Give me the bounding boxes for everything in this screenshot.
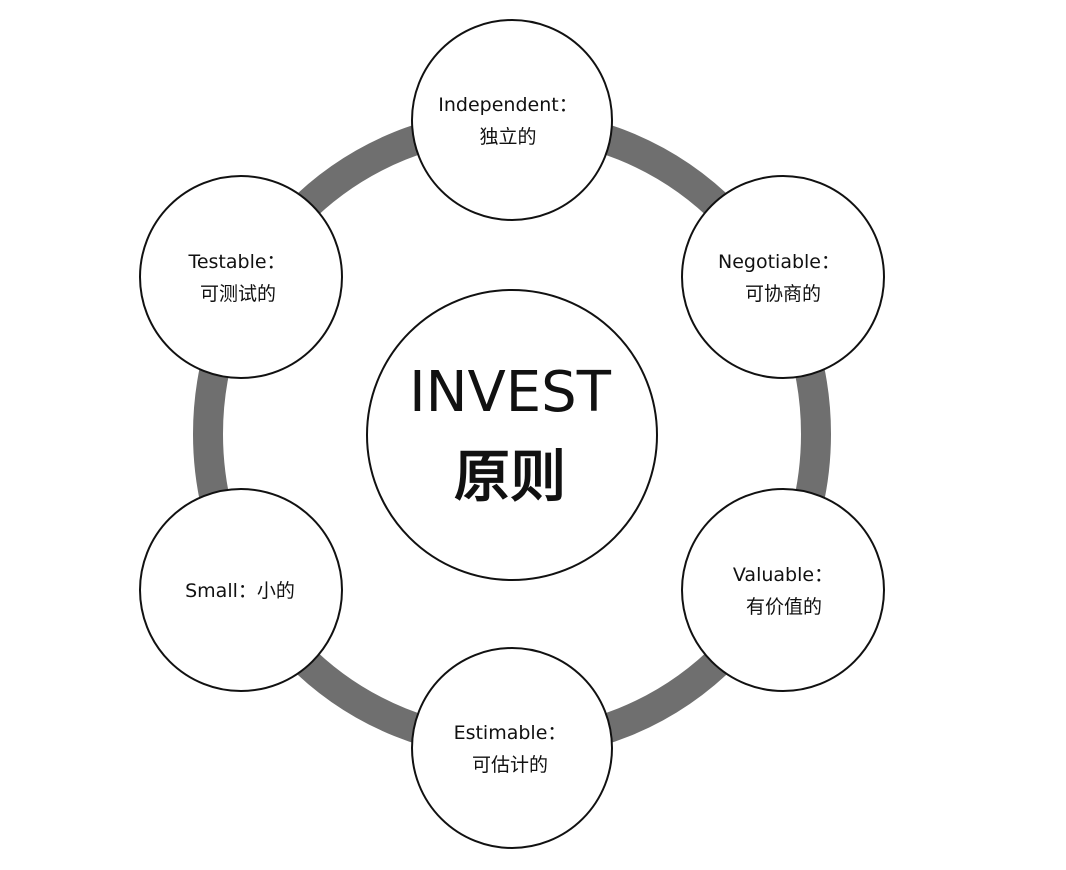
principle-circle	[681, 175, 885, 379]
principle-meaning: 可协商的	[745, 283, 821, 305]
center-circle	[366, 289, 658, 581]
principle-node-independent: Independent： 独立的	[411, 19, 613, 221]
principle-label: Negotiable：	[718, 251, 840, 273]
principle-label: Estimable：	[454, 722, 567, 744]
principle-node-estimable: Estimable： 可估计的	[411, 647, 613, 849]
center-subtitle: 原则	[454, 445, 566, 510]
principle-label: Testable：	[187, 251, 285, 273]
center-node: INVEST 原则	[366, 289, 658, 581]
principle-node-valuable: Valuable： 有价值的	[681, 488, 885, 692]
center-title: INVEST	[409, 360, 612, 425]
principle-label: Valuable：	[733, 564, 833, 586]
principle-node-testable: Testable： 可测试的	[139, 175, 343, 379]
principle-node-small: Small：小的	[139, 488, 343, 692]
principle-circle	[139, 488, 343, 692]
principle-node-negotiable: Negotiable： 可协商的	[681, 175, 885, 379]
principle-label: Small：小的	[185, 580, 295, 602]
principle-circle	[139, 175, 343, 379]
principle-meaning: 有价值的	[746, 596, 822, 618]
principle-circle	[411, 19, 613, 221]
principle-circle	[681, 488, 885, 692]
principle-meaning: 可估计的	[472, 754, 548, 776]
principle-meaning: 可测试的	[200, 283, 276, 305]
principle-label: Independent：	[438, 94, 577, 116]
principle-circle	[411, 647, 613, 849]
principle-meaning: 独立的	[479, 126, 536, 148]
